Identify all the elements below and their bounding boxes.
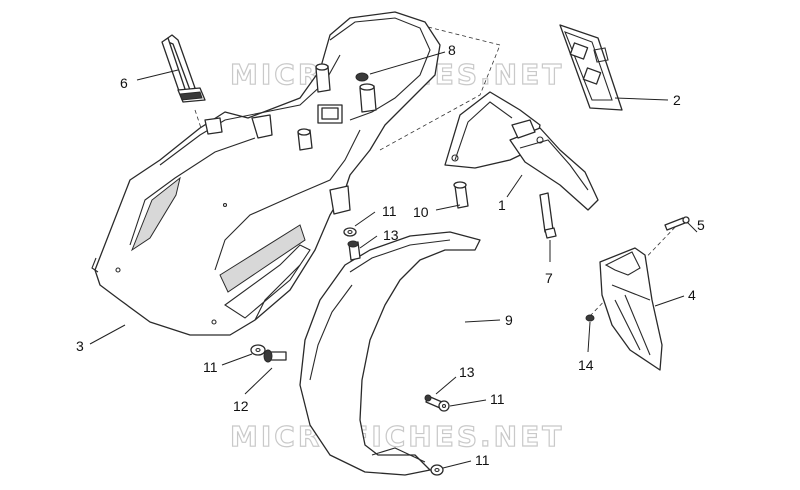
callout-11-lower: 11 xyxy=(490,391,505,407)
callout-9: 9 xyxy=(505,312,513,328)
leader-13-lower xyxy=(435,376,457,395)
leader-8 xyxy=(369,51,446,75)
leader-11-bottom xyxy=(442,460,472,469)
leader-1 xyxy=(506,174,523,198)
callout-8: 8 xyxy=(448,42,456,58)
leader-9 xyxy=(464,319,501,323)
leader-14 xyxy=(587,321,591,353)
washer-part-11-left xyxy=(250,344,266,356)
callout-14: 14 xyxy=(578,357,594,373)
callout-5: 5 xyxy=(697,217,705,233)
screw-part-13-mid xyxy=(347,240,361,261)
bolt-part-7 xyxy=(539,192,557,239)
leader-10 xyxy=(435,204,461,211)
callout-13-mid: 13 xyxy=(383,227,399,243)
callout-12: 12 xyxy=(233,398,249,414)
callout-6: 6 xyxy=(120,75,128,91)
bolt-part-10 xyxy=(453,181,469,209)
front-fender xyxy=(299,231,481,476)
retaining-hook xyxy=(161,34,206,103)
assembly-dashed-line xyxy=(379,24,501,151)
mudguard-flap xyxy=(599,247,663,371)
leader-6 xyxy=(136,69,179,81)
leader-12 xyxy=(244,367,273,395)
license-plate-holder xyxy=(559,24,623,111)
leader-11-lower xyxy=(449,399,487,407)
mount-tab-right xyxy=(329,185,351,215)
screw-part-5 xyxy=(664,216,690,231)
washer-part-11-lower xyxy=(438,400,450,412)
screw-part-12 xyxy=(263,349,287,363)
callout-3: 3 xyxy=(76,338,84,354)
callout-13-lower: 13 xyxy=(459,364,475,380)
callout-11-left: 11 xyxy=(203,359,218,375)
callout-10: 10 xyxy=(413,204,429,220)
callout-4: 4 xyxy=(688,287,696,303)
nut-part-8 xyxy=(355,72,369,82)
rear-body-cowl xyxy=(91,11,441,336)
nut-part-14 xyxy=(585,314,595,322)
watermark-bottom: MICROFICHES.NET xyxy=(230,420,564,453)
callout-11-mid: 11 xyxy=(382,203,397,219)
license-bracket xyxy=(444,91,599,211)
callout-7: 7 xyxy=(545,270,553,286)
leader-3 xyxy=(89,324,126,345)
leader-11-mid xyxy=(354,211,376,227)
leader-2 xyxy=(614,97,669,101)
callout-11-bottom: 11 xyxy=(475,452,490,468)
callout-2: 2 xyxy=(673,92,681,108)
leader-4 xyxy=(654,295,685,307)
screw-part-13-lower xyxy=(424,394,443,409)
mount-tab-left xyxy=(251,114,273,139)
washer-part-11-mid xyxy=(343,227,357,237)
callout-1: 1 xyxy=(498,197,506,213)
leader-11-left xyxy=(221,353,253,366)
leader-5 xyxy=(686,221,698,233)
leader-13-mid xyxy=(359,235,378,249)
washer-part-11-bottom xyxy=(430,464,444,476)
